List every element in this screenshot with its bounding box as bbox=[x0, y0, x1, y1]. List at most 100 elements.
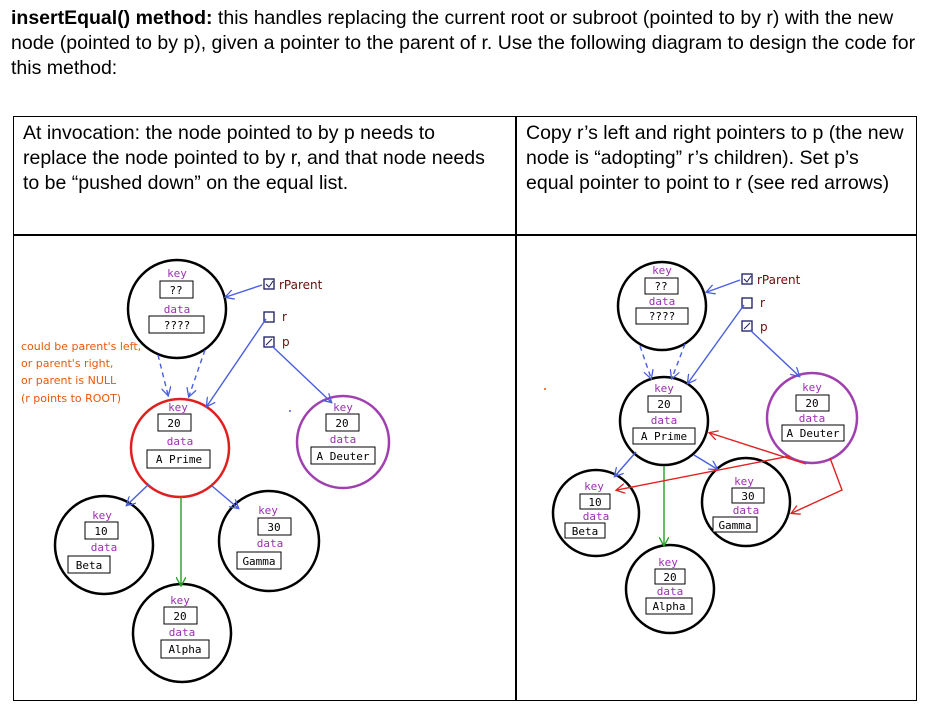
key-value: 10 bbox=[588, 496, 601, 509]
data-label: data bbox=[330, 433, 357, 446]
data-value: ???? bbox=[164, 319, 191, 332]
data-label: data bbox=[169, 626, 196, 639]
right-p-node: key 20 data A Deuter bbox=[765, 371, 859, 465]
key-box bbox=[157, 413, 192, 432]
data-value: Alpha bbox=[168, 643, 201, 656]
key-label: key bbox=[167, 267, 187, 280]
key-box bbox=[159, 280, 194, 299]
key-label: key bbox=[170, 594, 190, 607]
key-box bbox=[731, 487, 765, 504]
parent-left-dashed-arrow bbox=[639, 345, 651, 378]
key-value: 20 bbox=[335, 417, 348, 430]
parent-left-dashed-arrow bbox=[157, 354, 168, 395]
p-arrow bbox=[749, 329, 799, 376]
data-value: ???? bbox=[649, 310, 676, 323]
r-box bbox=[263, 311, 275, 323]
right-child-arrow bbox=[211, 485, 238, 508]
data-value: A Prime bbox=[641, 430, 687, 443]
key-box bbox=[647, 395, 682, 413]
key-box bbox=[579, 493, 611, 510]
intro-text: this handles replacing the current root … bbox=[11, 7, 916, 79]
r-arrow bbox=[688, 304, 745, 383]
key-box bbox=[257, 517, 292, 536]
data-box bbox=[160, 639, 210, 659]
key-value: 20 bbox=[805, 397, 818, 410]
data-value: Gamma bbox=[718, 519, 751, 532]
node-circle bbox=[129, 397, 231, 499]
key-label: key bbox=[802, 381, 822, 394]
key-box bbox=[163, 606, 198, 625]
key-label: key bbox=[258, 504, 278, 517]
key-box bbox=[644, 277, 679, 295]
data-label: data bbox=[91, 541, 118, 554]
data-box bbox=[635, 307, 689, 325]
right-cell-caption: Copy r’s left and right pointers to p (t… bbox=[526, 122, 904, 194]
rparent-box bbox=[263, 278, 275, 290]
r-arrow bbox=[207, 318, 267, 406]
right-diagram: key ?? data ???? key 20 data A Prime key… bbox=[544, 260, 859, 635]
key-value: ?? bbox=[169, 284, 182, 297]
key-value: 10 bbox=[94, 525, 107, 538]
node-circle bbox=[295, 394, 391, 490]
intro-paragraph: insertEqual() method: this handles repla… bbox=[11, 6, 926, 81]
key-label: key bbox=[734, 475, 754, 488]
note-line-4: (r points to ROOT) bbox=[21, 392, 121, 405]
key-label: key bbox=[652, 264, 672, 277]
right-arrows bbox=[544, 279, 843, 545]
p-equal-to-r-arrow bbox=[710, 433, 807, 465]
rparent-arrow bbox=[707, 279, 741, 292]
table-row-divider bbox=[14, 234, 916, 236]
key-label: key bbox=[654, 382, 674, 395]
data-box bbox=[712, 516, 758, 533]
right-parent-node: key ?? data ???? bbox=[616, 260, 708, 352]
data-label: data bbox=[167, 435, 194, 448]
right-child-arrow bbox=[693, 454, 717, 469]
key-value: 30 bbox=[267, 521, 280, 534]
key-label: key bbox=[584, 480, 604, 493]
key-label: key bbox=[92, 509, 112, 522]
key-label: key bbox=[168, 401, 188, 414]
rparent-arrow bbox=[226, 284, 263, 297]
left-note: could be parent's left, or parent's righ… bbox=[21, 340, 141, 405]
key-value: ?? bbox=[654, 280, 667, 293]
data-box bbox=[146, 449, 211, 469]
table-column-divider bbox=[515, 117, 517, 700]
left-left-child-node: key 10 data Beta bbox=[53, 494, 155, 596]
key-box bbox=[654, 568, 686, 585]
data-label: data bbox=[799, 412, 826, 425]
key-label: key bbox=[658, 556, 678, 569]
data-box bbox=[236, 551, 282, 570]
data-box bbox=[310, 446, 376, 465]
left-p-node: key 20 data A Deuter bbox=[295, 394, 391, 490]
parent-right-dashed-arrow bbox=[672, 343, 686, 378]
data-value: A Prime bbox=[156, 453, 202, 466]
p-left-to-beta-arrow bbox=[617, 455, 791, 490]
left-cell-caption: At invocation: the node pointed to by p … bbox=[23, 122, 485, 194]
left-diagram: key ?? data ???? key 20 data A Prime key… bbox=[21, 258, 391, 684]
intro-method-name: insertEqual() method: bbox=[11, 7, 213, 29]
diagram-table: At invocation: the node pointed to by p … bbox=[13, 116, 917, 701]
key-box bbox=[84, 521, 119, 540]
right-right-child-node: key 30 data Gamma bbox=[700, 456, 792, 548]
left-r-node: key 20 data A Prime bbox=[129, 397, 231, 499]
data-label: data bbox=[733, 504, 760, 517]
key-value: 20 bbox=[173, 610, 186, 623]
p-label: p bbox=[282, 335, 290, 349]
right-r-node: key 20 data A Prime bbox=[618, 375, 710, 467]
key-value: 30 bbox=[741, 490, 754, 503]
node-circle bbox=[616, 260, 708, 352]
key-label: key bbox=[333, 401, 353, 414]
left-child-arrow bbox=[127, 483, 150, 505]
data-label: data bbox=[649, 295, 676, 308]
note-line-1: could be parent's left, bbox=[21, 340, 141, 353]
left-parent-node: key ?? data ???? bbox=[126, 258, 228, 360]
left-equal-child-node: key 20 data Alpha bbox=[131, 582, 233, 684]
key-box bbox=[795, 394, 830, 412]
left-pointer-vars: rParent r p bbox=[263, 278, 323, 349]
data-box bbox=[632, 427, 696, 445]
p-arrow bbox=[271, 345, 331, 402]
r-box bbox=[741, 297, 753, 309]
r-label: r bbox=[282, 310, 287, 324]
rparent-label: rParent bbox=[757, 273, 801, 287]
